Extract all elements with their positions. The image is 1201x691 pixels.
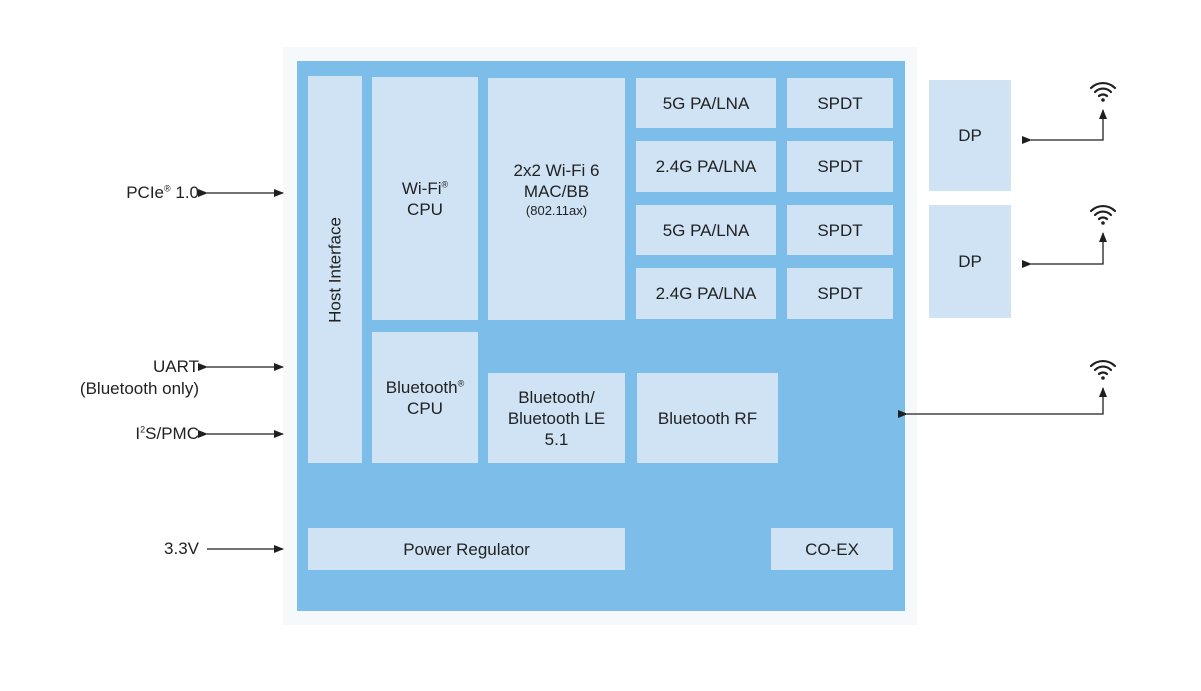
- i2s-label-prefix: I: [135, 424, 141, 443]
- wifi-cpu-block: Wi-Fi® CPU: [372, 77, 478, 320]
- bluetooth-le-block: Bluetooth/ Bluetooth LE 5.1: [488, 373, 625, 463]
- wifi-cpu-sublabel: CPU: [407, 199, 443, 219]
- bluetooth-cpu-label: Bluetooth: [385, 377, 458, 397]
- bluetooth-cpu-registered-mark: ®: [457, 377, 465, 388]
- antenna-feed-3: [898, 387, 1107, 418]
- pa-lna-label: 2.4G PA/LNA: [655, 157, 757, 176]
- spdt-block: SPDT: [787, 141, 893, 192]
- wifi-mac-bb-block: 2x2 Wi-Fi 6 MAC/BB (802.11ax): [488, 78, 625, 320]
- wifi-mac-line2: MAC/BB: [523, 182, 590, 201]
- spdt-block: SPDT: [787, 268, 893, 319]
- i2s-pmc-label: I2S/PMC: [135, 423, 199, 445]
- coex-block: CO-EX: [771, 528, 893, 570]
- diplexer-label: DP: [958, 251, 982, 271]
- antenna-feed-2: [1022, 232, 1107, 268]
- spdt-label: SPDT: [817, 220, 863, 240]
- wifi-cpu-label: Wi-Fi: [401, 178, 442, 198]
- pa-lna-block: 5G PA/LNA: [636, 78, 776, 128]
- pa-lna-block: 2.4G PA/LNA: [636, 268, 776, 319]
- pcie-label-main: PCIe: [126, 183, 164, 202]
- bluetooth-rf-label: Bluetooth RF: [657, 408, 758, 428]
- bluetooth-rf-block: Bluetooth RF: [637, 373, 778, 463]
- wifi-mac-line3: (802.11ax): [525, 203, 588, 218]
- bluetooth-cpu-block: Bluetooth® CPU: [372, 332, 478, 463]
- uart-label-line1: UART: [153, 357, 199, 376]
- power-input-label: 3.3V: [164, 538, 199, 560]
- power-regulator-block: Power Regulator: [308, 528, 625, 570]
- diplexer-label: DP: [958, 125, 982, 145]
- spdt-label: SPDT: [817, 284, 863, 303]
- power-regulator-label: Power Regulator: [403, 539, 530, 559]
- pcie-registered-mark: ®: [164, 183, 171, 194]
- wifi-antenna-icon: [1089, 81, 1117, 102]
- bluetooth-le-line1: Bluetooth/: [518, 387, 595, 407]
- diplexer-block: DP: [929, 205, 1011, 318]
- bluetooth-le-line3: 5.1: [544, 429, 569, 449]
- coex-label: CO-EX: [805, 539, 859, 559]
- spdt-label: SPDT: [817, 93, 863, 113]
- pa-lna-label: 5G PA/LNA: [662, 93, 750, 113]
- pcie-label-version: 1.0: [170, 183, 199, 202]
- wifi-cpu-registered-mark: ®: [441, 178, 449, 189]
- pa-lna-block: 5G PA/LNA: [636, 205, 776, 255]
- host-interface-block: Host Interface: [308, 76, 362, 463]
- diplexer-block: DP: [929, 80, 1011, 191]
- i2s-label-rest: S/PMC: [145, 424, 199, 443]
- pcie-label: PCIe® 1.0: [126, 182, 199, 204]
- wifi-antenna-icon: [1089, 204, 1117, 225]
- pa-lna-block: 2.4G PA/LNA: [636, 141, 776, 192]
- pa-lna-label: 5G PA/LNA: [662, 220, 750, 240]
- bluetooth-le-line2: Bluetooth LE: [507, 408, 606, 428]
- i2s-label-superscript: 2: [140, 424, 146, 435]
- bluetooth-cpu-sublabel: CPU: [407, 398, 443, 418]
- antenna-feed-1: [1022, 109, 1107, 144]
- pa-lna-label: 2.4G PA/LNA: [655, 284, 757, 303]
- uart-label: UART (Bluetooth only): [80, 356, 199, 400]
- uart-label-line2: (Bluetooth only): [79, 379, 199, 398]
- wifi-antenna-icon: [1089, 359, 1117, 380]
- power-input-value: 3.3V: [164, 539, 199, 558]
- wifi-mac-line1: 2x2 Wi-Fi 6: [513, 161, 600, 180]
- spdt-label: SPDT: [817, 157, 863, 176]
- spdt-block: SPDT: [787, 78, 893, 128]
- spdt-block: SPDT: [787, 205, 893, 255]
